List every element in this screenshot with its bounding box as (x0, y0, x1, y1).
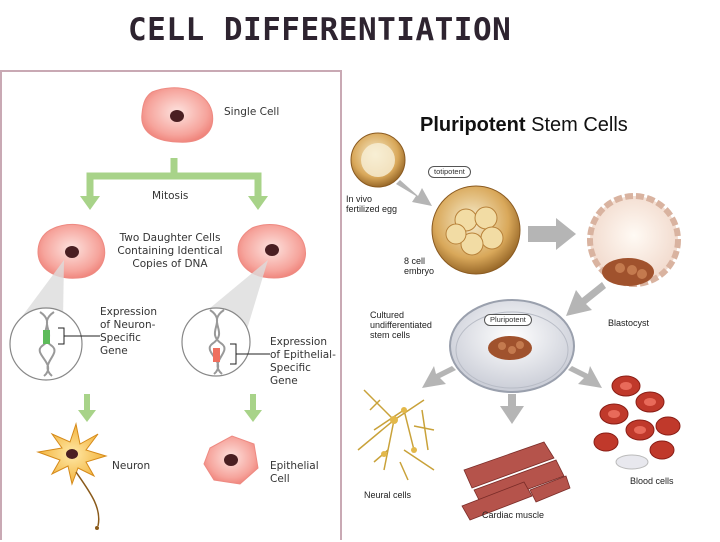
neuron-nucleus (66, 449, 78, 459)
in-vivo-label: In vivo fertilized egg (346, 194, 398, 214)
epithelial-expression-label: Expression of Epithelial-Specific Gene (270, 336, 336, 387)
blood-cells (593, 375, 681, 460)
neuron-gene-highlight (43, 330, 50, 344)
arrow-blastocyst-to-dish (566, 282, 606, 316)
cardiac-muscle-label: Cardiac muscle (482, 510, 545, 520)
blood-cells-label: Blood cells (630, 476, 674, 486)
daughter-cells-label: Two Daughter Cells Containing Identical … (117, 232, 223, 270)
pluripotent-title-bold: Pluripotent (420, 114, 526, 136)
arrow-right-head (244, 410, 262, 422)
arrow-egg-to-embryo (396, 180, 432, 206)
arrow-dish-to-cardiac (500, 394, 524, 424)
arrow-dish-to-blood (568, 366, 602, 388)
eight-cell-label: 8 cell embryo (404, 256, 435, 276)
epithelial-gene-highlight (213, 348, 220, 362)
single-cell-label: Single Cell (224, 106, 280, 118)
mitosis-arrowhead-left (80, 196, 100, 210)
epithelial-cell-label: Epithelial Cell (270, 460, 319, 485)
pluripotent-title: Pluripotent Stem Cells (420, 114, 628, 137)
dna-helix-left (38, 311, 56, 377)
single-cell-nucleus (170, 110, 184, 122)
slide-title: CELL DIFFERENTIATION (128, 12, 512, 48)
pluripotent-panel: Pluripotent Stem Cells (344, 70, 720, 540)
blastocyst-label: Blastocyst (608, 318, 650, 328)
arrow-embryo-to-blastocyst (528, 218, 576, 250)
arrow-dish-to-neural (422, 366, 456, 388)
cardiac-muscle (461, 441, 571, 521)
pluripotent-diagram (350, 132, 681, 521)
totipotent-tag: totipotent (428, 166, 471, 178)
dna-helix-right (208, 309, 226, 375)
differentiation-diagram (9, 87, 306, 530)
white-blood-cell (615, 454, 649, 470)
neural-cells-label: Neural cells (364, 490, 412, 500)
neural-cells (357, 389, 435, 481)
daughter-cell-right-nucleus (265, 244, 279, 256)
arrow-right-shaft (250, 394, 256, 412)
mitosis-arrow (86, 158, 262, 202)
neuron-expression-label: Expression of Neuron-Specific Gene (100, 306, 157, 357)
differentiation-panel: Single Cell Mitosis Two Daughter Cells C… (0, 70, 342, 540)
eight-cell-embryo (431, 185, 521, 275)
epithelial-nucleus (224, 454, 238, 466)
cultured-label: Cultured undifferentiated stem cells (370, 310, 432, 340)
neuron-axon (75, 471, 100, 527)
pluripotent-title-rest: Stem Cells (525, 114, 628, 136)
arrow-left-head (78, 410, 96, 422)
neuron-label: Neuron (112, 460, 151, 472)
arrow-left-shaft (84, 394, 90, 412)
pluripotent-tag: Pluripotent (484, 314, 532, 326)
mitosis-label: Mitosis (152, 190, 189, 202)
daughter-cell-left-nucleus (65, 246, 79, 258)
mitosis-arrowhead-right (248, 196, 268, 210)
